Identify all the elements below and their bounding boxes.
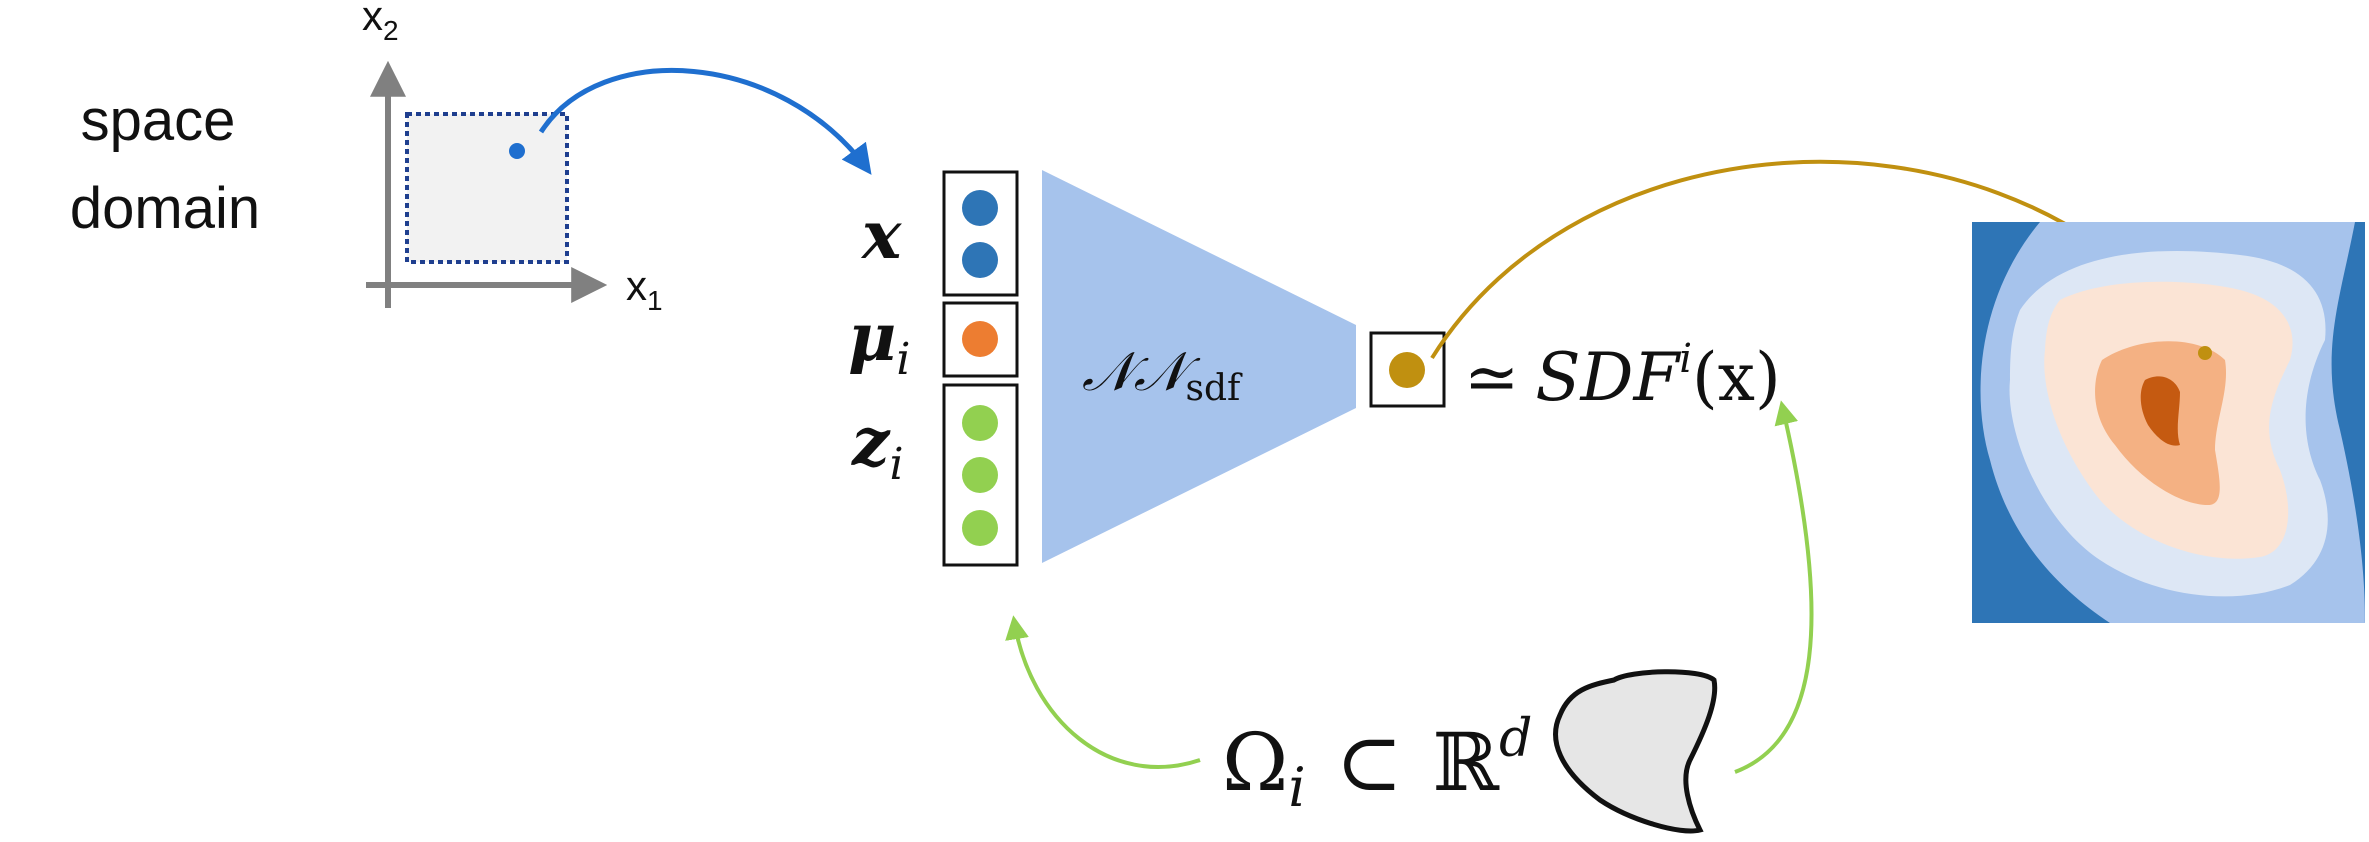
domain-shape <box>1553 669 1718 834</box>
axis-x2-label: x2 <box>362 0 399 46</box>
z-input-box <box>942 383 1019 567</box>
sample-point <box>509 143 525 159</box>
z-input-dot <box>962 510 998 546</box>
mu-input-box <box>942 301 1019 378</box>
axis-x1-label: x1 <box>626 262 663 316</box>
space-domain-label-line2: domain <box>70 176 260 241</box>
blue-arrow <box>538 68 872 175</box>
x-input-dot <box>962 190 998 226</box>
mu-input-dot <box>962 321 998 357</box>
space-domain-box <box>405 112 569 264</box>
coordinate-axes <box>366 60 608 308</box>
z-input-dot <box>962 457 998 493</box>
domain-set-expression: Ωi⊂ℝd <box>1222 709 1532 819</box>
x-input-box <box>942 170 1019 297</box>
neural-network-trapezoid <box>1042 170 1356 563</box>
network-label: 𝒩𝒩sdf <box>1082 340 1243 409</box>
z-input-dot <box>962 405 998 441</box>
x-input-dot <box>962 242 998 278</box>
output-dot <box>1389 352 1425 388</box>
output-expression: ≃SDFi(x) <box>1464 336 1781 416</box>
green-arrow-to-inputs <box>1005 615 1201 769</box>
input-x-label: x <box>860 196 902 274</box>
output-box <box>1369 331 1446 408</box>
input-z-label: zi <box>851 403 904 490</box>
space-domain-label-line1: space <box>81 88 236 153</box>
green-arrow-to-output <box>1734 400 1814 774</box>
sdf-contour-map <box>1972 222 2365 623</box>
input-mu-label: μi <box>848 298 910 385</box>
